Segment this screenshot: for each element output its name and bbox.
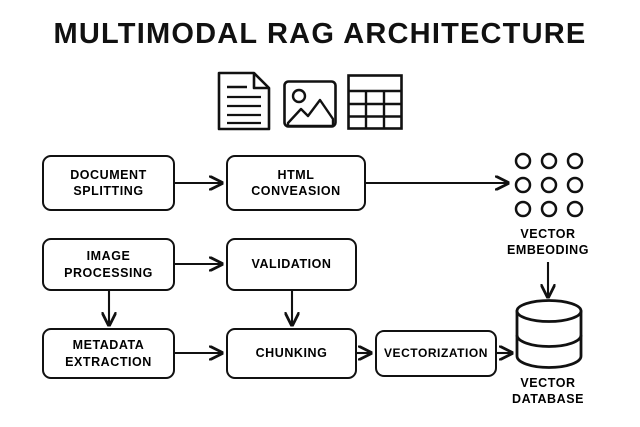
document-icon: [216, 70, 272, 132]
node-html-conveasion[interactable]: HTML CONVEASION: [226, 155, 366, 211]
node-label: METADATA EXTRACTION: [65, 338, 152, 369]
node-chunking[interactable]: CHUNKING: [226, 328, 357, 379]
page-title: MULTIMODAL RAG ARCHITECTURE: [53, 18, 587, 50]
node-label: HTML CONVEASION: [251, 167, 341, 199]
node-label: IMAGE PROCESSING: [64, 249, 153, 280]
caption-vector-embeoding: VECTOR EMBEODING: [506, 227, 590, 258]
image-icon: [282, 79, 338, 129]
node-metadata-extraction[interactable]: METADATA EXTRACTION: [42, 328, 175, 379]
cylinder-database-icon: [512, 298, 586, 370]
node-label: CHUNKING: [255, 346, 328, 361]
caption-vector-database: VECTOR DATABASE: [512, 376, 584, 407]
node-validation[interactable]: VALIDATION: [226, 238, 357, 291]
node-vectorization[interactable]: VECTORIZATION: [375, 330, 497, 377]
node-document-splitting[interactable]: DOCUMENT SPLITTING: [42, 155, 175, 211]
circle-grid-3x3-icon: [512, 150, 586, 220]
node-label: VECTORIZATION: [383, 345, 489, 360]
node-image-processing[interactable]: IMAGE PROCESSING: [42, 238, 175, 291]
node-label: VALIDATION: [251, 257, 332, 272]
node-label: DOCUMENT SPLITTING: [70, 167, 147, 199]
table-icon: [346, 73, 404, 131]
